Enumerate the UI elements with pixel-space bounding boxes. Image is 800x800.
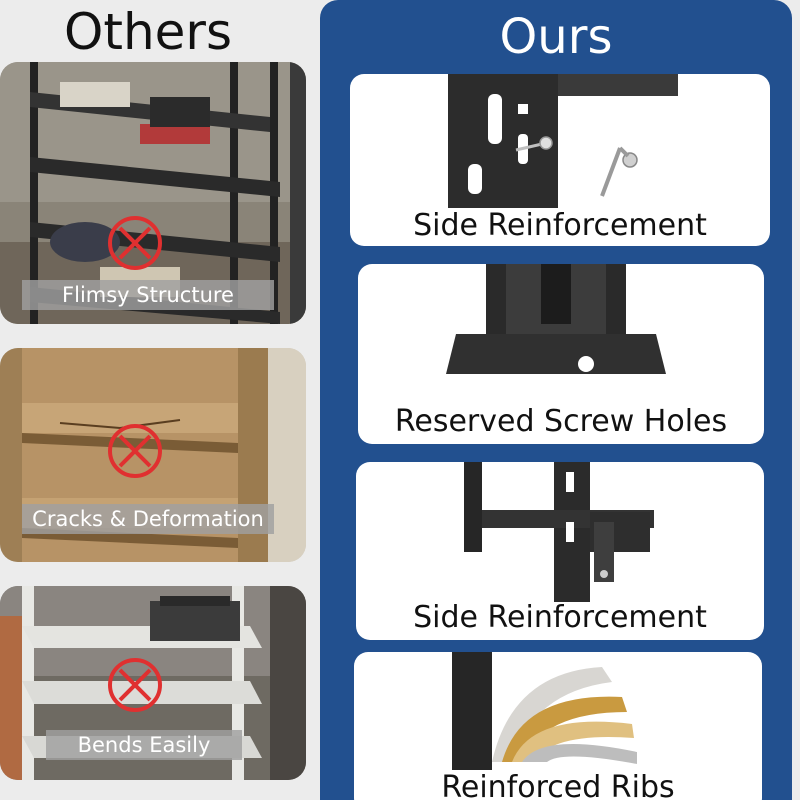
- card-label: Reinforced Ribs: [441, 770, 675, 800]
- others-photo-plastic-shelf: Bends Easily: [0, 586, 306, 780]
- screw-icon: [515, 136, 553, 152]
- others-photo-wire-rack: Flimsy Structure: [0, 62, 306, 324]
- x-circle-icon: [108, 658, 162, 712]
- card-reserved-screw-holes: Reserved Screw Holes: [358, 264, 764, 444]
- x-circle-icon: [108, 216, 162, 270]
- card-label: Reserved Screw Holes: [394, 404, 728, 439]
- caption-cracks-deformation: Cracks & Deformation: [22, 504, 274, 534]
- others-title: Others: [63, 3, 233, 61]
- caption-flimsy-structure: Flimsy Structure: [22, 280, 274, 310]
- hex-key-icon: [600, 146, 638, 197]
- others-photo-particle-board: Cracks & Deformation: [0, 348, 306, 562]
- card-reinforced-ribs: Reinforced Ribs: [354, 652, 762, 800]
- card-side-reinforcement-1: Side Reinforcement: [350, 74, 770, 246]
- card-label: Side Reinforcement: [413, 600, 707, 635]
- card-label: Side Reinforcement: [413, 208, 707, 243]
- caption-bends-easily: Bends Easily: [46, 730, 242, 760]
- ours-title: Ours: [499, 9, 613, 65]
- card-side-reinforcement-2: Side Reinforcement: [356, 462, 764, 640]
- ours-panel: Ours Side Reinforcement: [320, 0, 792, 800]
- x-circle-icon: [108, 424, 162, 478]
